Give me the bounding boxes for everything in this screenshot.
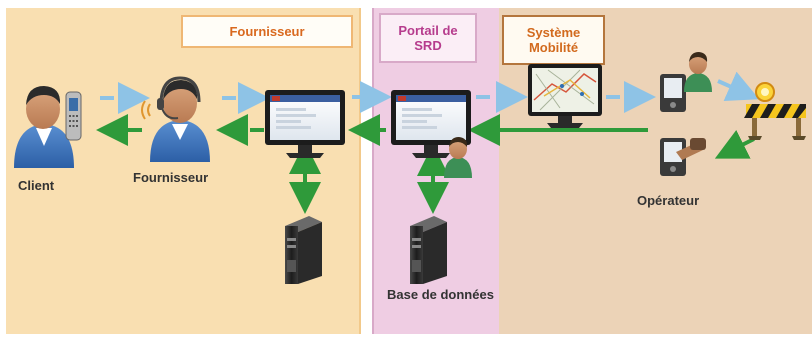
fournisseur-zone-title-text: Fournisseur <box>229 24 305 39</box>
response-flow <box>96 114 755 214</box>
mobilite-zone-title-text: Système Mobilité <box>526 25 581 55</box>
person-with-phone-icon <box>14 86 82 168</box>
arrow-chantier-to-operateur <box>714 129 755 159</box>
server-icon <box>285 216 322 284</box>
database-server-icon <box>410 216 447 284</box>
pda-icon <box>660 52 712 112</box>
monitor-icon <box>265 90 345 158</box>
portail-zone-title-text: Portail de SRD <box>398 23 458 53</box>
request-flow <box>100 71 760 114</box>
mobilite-zone-title: Système Mobilité <box>502 15 605 65</box>
person-with-headset-icon <box>141 76 210 162</box>
construction-barrier-icon <box>744 82 806 140</box>
database-label: Base de données <box>387 287 494 302</box>
map-monitor-icon <box>528 64 602 128</box>
client-label: Client <box>18 178 55 193</box>
fournisseur-zone-title: Fournisseur <box>181 15 353 48</box>
fournisseur-label: Fournisseur <box>133 170 209 185</box>
pda-icon <box>660 138 706 176</box>
operateur-label: Opérateur <box>637 193 700 208</box>
arrow-operateur-to-chantier <box>717 71 760 101</box>
monitor-with-user-icon <box>391 90 472 178</box>
portail-zone-title: Portail de SRD <box>379 13 477 63</box>
